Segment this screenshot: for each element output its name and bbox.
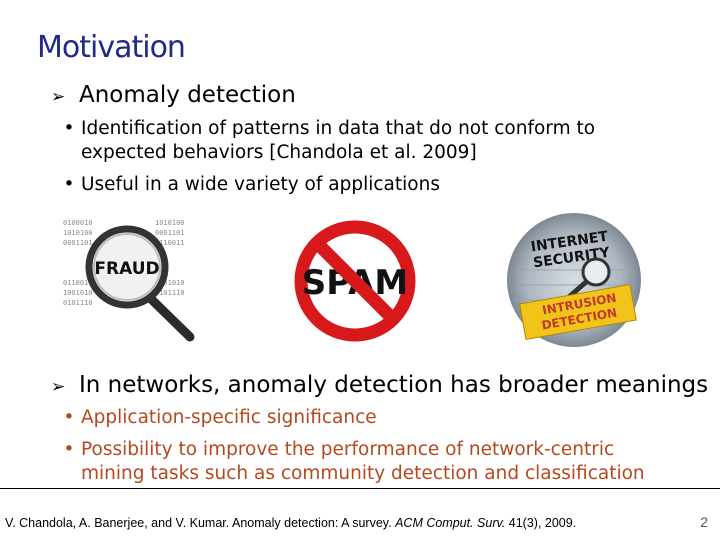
no-spam-image: SPAM xyxy=(294,220,416,342)
sub-bullet-application: • Application-specific significance xyxy=(57,406,377,430)
binary-row: 0101110 xyxy=(63,299,93,307)
dot-bullet-icon: • xyxy=(63,118,75,139)
binary-row: 1010100 xyxy=(155,219,185,227)
binary-row: 0110011 xyxy=(63,279,93,287)
bullet-text: In networks, anomaly detection has broad… xyxy=(79,372,709,398)
binary-row: 1001010 xyxy=(63,289,93,297)
citation-journal: ACM Comput. Surv. xyxy=(395,516,506,530)
sub-bullet-identification: • Identification of patterns in data tha… xyxy=(57,117,596,165)
sub-bullet-useful: • Useful in a wide variety of applicatio… xyxy=(57,173,440,197)
binary-row: 1001010 xyxy=(155,279,185,287)
sub-bullet-line: Identification of patterns in data that … xyxy=(81,118,596,139)
citation-prefix: V. Chandola, A. Banerjee, and V. Kumar. … xyxy=(5,516,396,530)
footer-divider xyxy=(0,488,720,489)
sub-bullet-performance: • Possibility to improve the performance… xyxy=(57,438,645,486)
arrow-bullet-icon: ➢ xyxy=(51,377,66,397)
page-number: 2 xyxy=(700,514,708,530)
sub-bullet-line: expected behaviors [Chandola et al. 2009… xyxy=(81,142,477,163)
binary-row: 0110011 xyxy=(155,239,185,247)
binary-row: 1010100 xyxy=(63,229,93,237)
footer-citation: V. Chandola, A. Banerjee, and V. Kumar. … xyxy=(5,516,576,530)
sub-bullet-line: Useful in a wide variety of applications xyxy=(81,174,440,195)
bullet-text: Anomaly detection xyxy=(79,82,296,108)
binary-row: 0001101 xyxy=(155,229,185,237)
fraud-label: FRAUD xyxy=(94,259,159,279)
fraud-magnifier-image: 0100010 1010100 0001101 0110011 1001010 … xyxy=(63,219,195,342)
sub-bullet-line: Possibility to improve the performance o… xyxy=(81,439,615,460)
sub-bullet-line: Application-specific significance xyxy=(81,407,377,428)
intrusion-detection-image: INTERNET SECURITY INTRUSION DETECTION xyxy=(507,213,641,347)
arrow-bullet-icon: ➢ xyxy=(51,87,66,107)
dot-bullet-icon: • xyxy=(63,174,75,195)
binary-row: 0001101 xyxy=(63,239,93,247)
slide-title: Motivation xyxy=(37,30,186,65)
bullet-anomaly-detection: ➢ Anomaly detection xyxy=(51,82,296,108)
dot-bullet-icon: • xyxy=(63,407,75,428)
sub-bullet-line: mining tasks such as community detection… xyxy=(81,463,645,484)
binary-row: 0101110 xyxy=(155,289,185,297)
dot-bullet-icon: • xyxy=(63,439,75,460)
binary-row: 0100010 xyxy=(63,219,93,227)
citation-suffix: 41(3), 2009. xyxy=(505,516,577,530)
bullet-networks: ➢ In networks, anomaly detection has bro… xyxy=(51,372,708,398)
